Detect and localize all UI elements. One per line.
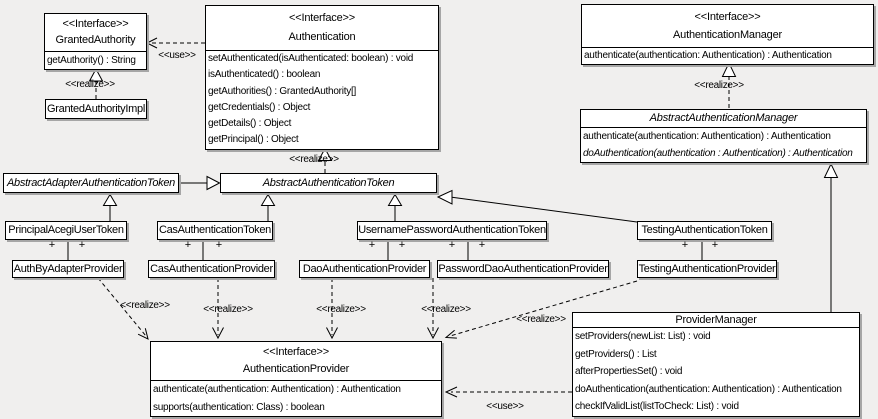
edge-gen-testingauthenticationtoken [436,189,638,223]
class-testing-authentication-token[interactable]: TestingAuthenticationToken [637,221,772,240]
association-plus-mark: + [215,239,223,251]
method-signature: doAuthentication(authentication : Authen… [583,148,853,159]
class-password-dao-authentication-provider[interactable]: PasswordDaoAuthenticationProvider [437,260,609,278]
class-testing-authentication-provider[interactable]: TestingAuthenticationProvider [637,260,777,278]
realize-label: <<realize>> [289,154,339,165]
association-plus-mark: + [711,239,719,251]
class-name: DaoAuthenticationProvider [302,263,427,275]
class-authentication-manager[interactable]: <<Interface>> AuthenticationManager auth… [581,4,874,65]
class-username-password-authentication-token[interactable]: UsernamePasswordAuthenticationToken [357,221,547,240]
class-cas-authentication-provider[interactable]: CasAuthenticationProvider [148,260,275,278]
stereotype-label: <<Interface>> [263,346,329,358]
realize-label: <<realize>> [203,304,253,315]
class-cas-authentication-token[interactable]: CasAuthenticationToken [157,221,273,240]
method-signature: isAuthenticated() : boolean [208,69,321,81]
class-name: AbstractAuthenticationManager [649,112,798,124]
realize-label: <<realize>> [694,80,744,91]
edge-gen-providermanager [823,162,839,312]
method-signature: getProviders() : List [575,348,657,360]
realize-label: <<realize>> [120,300,170,311]
method-signature: getAuthorities() : GrantedAuthority[] [208,85,357,97]
method-signature: checkIfValidList(listToCheck: List) : vo… [575,401,739,413]
class-name: ProviderManager [675,314,757,326]
class-auth-by-adapter-provider[interactable]: AuthByAdapterProvider [12,260,124,278]
class-name: CasAuthenticationProvider [150,263,273,275]
class-name: AuthenticationManager [673,29,782,41]
class-authentication[interactable]: <<Interface>> Authentication setAuthenti… [205,5,439,150]
method-signature: authenticate(authentication: Authenticat… [583,131,831,142]
class-name: TestingAuthenticationProvider [638,263,776,275]
class-name: AuthByAdapterProvider [13,263,123,275]
realize-label: <<realize>> [316,304,366,315]
method-signature: supports(authentication: Class) : boolea… [153,401,325,413]
realize-label: <<realize>> [65,79,115,90]
stereotype-label: <<Interface>> [694,11,761,23]
method-signature: authenticate(authentication: Authenticat… [584,50,832,61]
method-signature: setAuthenticated(isAuthenticated: boolea… [208,53,414,64]
stereotype-label: <<Interface>> [62,18,129,30]
edge-use-authentication-grantedauthority [145,37,205,49]
class-name: AbstractAuthenticationToken [262,177,395,189]
association-plus-mark: + [48,239,56,251]
association-plus-mark: + [184,239,192,251]
method-signature: getPrincipal() : Object [208,134,299,146]
class-name: TestingAuthenticationToken [641,224,768,236]
realize-label: <<realize>> [516,314,566,325]
method-signature: setProviders(newList: List) : void [575,331,711,342]
class-name: Authentication [288,31,356,43]
association-plus-mark: + [78,239,86,251]
class-name: UsernamePasswordAuthenticationToken [358,224,546,236]
association-plus-mark: + [681,239,689,251]
association-plus-mark: + [398,239,406,251]
class-name: GrantedAuthorityImpl [47,103,145,115]
method-signature: afterPropertiesSet() : void [575,366,683,378]
edge-gen-principalacegiusertoken [102,193,118,221]
stereotype-label: <<Interface>> [289,12,355,24]
class-granted-authority-impl[interactable]: GrantedAuthorityImpl [45,99,147,119]
association-plus-mark: + [368,239,376,251]
class-name: GrantedAuthority [55,34,136,46]
class-principal-acegi-user-token[interactable]: PrincipalAcegiUserToken [5,221,127,240]
edge-gen-casauthenticationtoken [260,193,276,221]
class-abstract-authentication-token[interactable]: AbstractAuthenticationToken [220,173,437,193]
edge-gen-usernamepasswordtoken [387,193,403,221]
edge-assoc-token-provider-lines [67,240,703,260]
class-granted-authority[interactable]: <<Interface>> GrantedAuthority getAuthor… [44,13,147,70]
use-label: <<use>> [158,50,196,61]
use-label: <<use>> [486,401,524,412]
realize-label: <<realize>> [421,304,471,315]
method-signature: getDetails() : Object [208,118,292,130]
class-authentication-provider[interactable]: <<Interface>> AuthenticationProvider aut… [150,341,442,417]
method-signature: getCredentials() : Object [208,101,311,113]
edge-use-providermanager [444,386,572,398]
method-signature: getAuthority() : String [47,55,136,66]
method-signature: authenticate(authentication: Authenticat… [153,384,401,395]
class-name: PasswordDaoAuthenticationProvider [438,263,608,275]
class-name: PrincipalAcegiUserToken [8,224,124,236]
class-name: CasAuthenticationToken [158,224,272,236]
class-name: AuthenticationProvider [242,363,350,375]
class-abstract-authentication-manager[interactable]: AbstractAuthenticationManager authentica… [580,109,867,163]
class-dao-authentication-provider[interactable]: DaoAuthenticationProvider [299,260,430,278]
method-signature: doAuthentication(authentication: Authent… [575,383,842,395]
class-abstract-adapter-authentication-token[interactable]: AbstractAdapterAuthenticationToken [3,173,179,193]
class-provider-manager[interactable]: ProviderManager setProviders(newList: Li… [572,312,860,417]
association-plus-mark: + [448,239,456,251]
class-name: AbstractAdapterAuthenticationToken [7,177,175,189]
association-plus-mark: + [478,239,486,251]
edge-gen-abstractadapter-abstracttoken [179,175,221,191]
